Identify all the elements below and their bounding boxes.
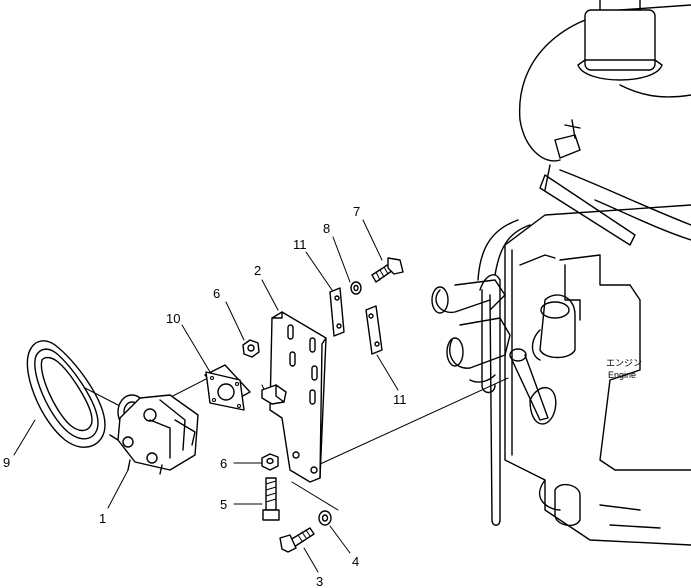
engine-dipstick-tube-icon — [479, 274, 501, 526]
callout-10: 10 — [166, 311, 180, 326]
washer-icon-lower — [318, 510, 332, 526]
bolt-icon-vertical — [262, 477, 280, 521]
gasket-plate-icon — [204, 364, 251, 411]
callout-11-upper: 11 — [293, 237, 307, 252]
bracket-plate-icon — [261, 311, 327, 483]
engine-pipe-icon — [539, 164, 691, 246]
engine-label-en: Engine — [608, 370, 636, 380]
callout-2: 2 — [254, 263, 261, 278]
engine-assembly — [431, 0, 691, 546]
engine-mount-boss-icon — [477, 219, 549, 421]
bolt-icon-upper — [371, 257, 404, 283]
callout-11-lower: 11 — [393, 392, 407, 407]
compressor-icon — [109, 394, 199, 475]
callout-7: 7 — [353, 204, 360, 219]
strap-plate-icon-lower — [365, 305, 383, 355]
callout-6-lower: 6 — [220, 456, 227, 471]
callout-5: 5 — [220, 497, 227, 512]
callout-6-upper: 6 — [213, 286, 220, 301]
strap-plate-icon-upper — [329, 287, 345, 337]
engine-hose-icon — [431, 279, 511, 383]
callout-4: 4 — [352, 554, 359, 569]
bolt-icon-lower — [279, 527, 315, 553]
v-belt-icon — [26, 340, 106, 448]
nut-icon-lower — [261, 453, 279, 471]
callout-leaders — [13, 219, 399, 573]
callout-1: 1 — [99, 511, 106, 526]
callout-3: 3 — [316, 574, 323, 588]
nut-icon-upper — [242, 339, 260, 358]
engine-block-icon — [504, 204, 691, 546]
callout-9: 9 — [3, 455, 10, 470]
washer-icon-upper — [350, 281, 362, 295]
engine-label-jp: エンジン — [606, 358, 642, 368]
engine-tank-icon — [518, 0, 691, 162]
callout-8: 8 — [323, 221, 330, 236]
